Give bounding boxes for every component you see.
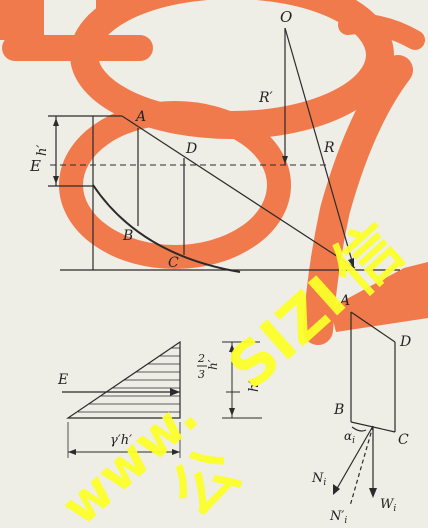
- pressure-hatch: [78, 347, 180, 413]
- frac-numerator: 2: [197, 352, 205, 365]
- slice-block-top: [350, 311, 396, 343]
- slope-lines: [48, 27, 400, 271]
- resultant-e-arrow: [170, 388, 180, 396]
- block-label-alpha: αi: [344, 429, 355, 446]
- watermark-block: [0, 0, 44, 40]
- base-arrow-right: [172, 449, 180, 455]
- r-prime-arrow: [282, 156, 288, 164]
- block-label-n: Ni: [311, 471, 326, 488]
- label-b: B: [122, 228, 133, 244]
- watermark-shapes: [2, 0, 425, 345]
- block-label-b: B: [333, 402, 344, 418]
- r-arrow: [348, 258, 354, 268]
- slope-face: [121, 115, 356, 269]
- base-arrow-left: [68, 449, 76, 455]
- label-e: E: [29, 157, 41, 175]
- frac-denominator: 3: [198, 368, 205, 381]
- label-d: D: [185, 141, 197, 157]
- slice-block: [334, 311, 396, 507]
- radius-r: [284, 27, 355, 269]
- label-o: O: [280, 8, 292, 26]
- watermark-block-top: [96, 0, 116, 8]
- normal-line: [334, 425, 374, 493]
- watermark-ring-middle: [59, 101, 291, 269]
- block-label-d: D: [399, 334, 411, 350]
- dim-arrow-up: [53, 118, 59, 126]
- label-r-prime: R′: [258, 90, 274, 106]
- height-label-h-prime: h′: [247, 381, 262, 392]
- height-dimension: [197, 341, 262, 419]
- slip-arc: [92, 184, 241, 273]
- label-a: A: [134, 109, 146, 125]
- watermark-ring-top: [70, 0, 394, 139]
- block-label-a: A: [338, 293, 350, 309]
- height-arrow-bottom: [229, 408, 235, 416]
- height-arrow-top: [229, 344, 235, 352]
- weight-arrow: [369, 488, 377, 498]
- pressure-label-base: γ′h′: [110, 433, 132, 448]
- block-label-c: C: [398, 432, 409, 448]
- pressure-label-e: E: [57, 372, 68, 388]
- normal-arrow: [333, 484, 340, 495]
- dim-arrow-down: [53, 176, 59, 184]
- watermark-text-sizi: SIZI: [215, 263, 359, 403]
- label-r: R: [323, 140, 335, 156]
- watermark-arc-upper-right: [338, 14, 425, 50]
- block-label-w: Wi: [380, 497, 396, 514]
- watermark-stroke-right: [303, 55, 413, 345]
- block-label-n-prime: N′i: [329, 509, 347, 526]
- label-c: C: [168, 255, 179, 271]
- alpha-arc: [351, 426, 367, 432]
- frac-variable: h′: [206, 359, 220, 370]
- label-h-prime: h′: [35, 145, 50, 156]
